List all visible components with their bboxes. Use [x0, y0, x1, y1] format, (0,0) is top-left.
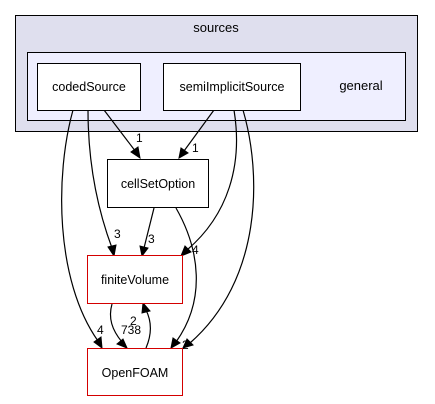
- edge-label-codedSource-cellSetOption: 1: [136, 131, 143, 145]
- node-codedSource-label: codedSource: [52, 80, 126, 94]
- edge-codedSource-finiteVolume[interactable]: [87, 109, 113, 249]
- edge-semiImplicitSource-cellSetOption[interactable]: [183, 109, 215, 152]
- edge-cellSetOption-OpenFOAM[interactable]: [175, 207, 197, 343]
- node-OpenFOAM-label: OpenFOAM: [102, 366, 169, 380]
- arrowhead-cellSetOption-OpenFOAM: [170, 337, 181, 349]
- edge-semiImplicitSource-OpenFOAM[interactable]: [189, 109, 255, 344]
- arrowhead-semiImplicitSource-cellSetOption: [178, 147, 189, 159]
- node-semiImplicitSource-box: [163, 63, 301, 111]
- arrowhead-codedSource-finiteVolume: [107, 244, 117, 258]
- arrowhead-semiImplicitSource-finiteVolume: [180, 245, 192, 257]
- edge-label-finiteVolume-OpenFOAM: 738: [121, 323, 141, 337]
- node-semiImplicitSource-label: semiImplicitSource: [180, 80, 285, 94]
- edges: 1 3 4 1 4 2 3 738 2: [61, 109, 255, 352]
- edge-cellSetOption-finiteVolume[interactable]: [143, 207, 155, 249]
- node-finiteVolume-label: finiteVolume: [101, 273, 169, 287]
- edge-semiImplicitSource-finiteVolume[interactable]: [186, 109, 238, 251]
- edge-label-OpenFOAM-finiteVolume: 2: [130, 314, 137, 328]
- edge-label-semiImplicitSource-cellSetOption: 1: [192, 141, 199, 155]
- arrowhead-OpenFOAM-finiteVolume: [141, 301, 151, 314]
- cluster-general-label: general: [339, 78, 382, 93]
- edge-finiteVolume-OpenFOAM[interactable]: [109, 303, 123, 343]
- edge-OpenFOAM-finiteVolume[interactable]: [145, 309, 152, 349]
- edge-label-semiImplicitSource-finiteVolume: 4: [192, 243, 199, 257]
- arrowhead-codedSource-OpenFOAM: [93, 336, 103, 350]
- edge-codedSource-cellSetOption[interactable]: [103, 109, 137, 153]
- cluster-sources-label: sources: [193, 20, 239, 35]
- arrowhead-finiteVolume-OpenFOAM: [116, 338, 128, 349]
- arrowhead-codedSource-cellSetOption: [130, 146, 141, 160]
- node-codedSource-box: [37, 63, 141, 111]
- arrowhead-semiImplicitSource-OpenFOAM: [182, 338, 194, 349]
- edge-label-cellSetOption-finiteVolume: 3: [148, 232, 155, 246]
- node-cellSetOption-box: [107, 159, 209, 208]
- edge-codedSource-OpenFOAM[interactable]: [61, 109, 99, 342]
- node-OpenFOAM-box: [87, 348, 183, 396]
- edge-label-semiImplicitSource-OpenFOAM: 2: [182, 338, 189, 352]
- node-cellSetOption-label: cellSetOption: [121, 177, 195, 191]
- node-finiteVolume[interactable]: finiteVolume: [87, 255, 183, 304]
- node-semiImplicitSource[interactable]: semiImplicitSource: [163, 63, 301, 111]
- node-cellSetOption[interactable]: cellSetOption: [107, 159, 209, 208]
- arrowhead-cellSetOption-finiteVolume: [139, 245, 149, 258]
- edge-label-codedSource-finiteVolume: 3: [114, 227, 121, 241]
- node-codedSource[interactable]: codedSource: [37, 63, 141, 111]
- edge-label-codedSource-OpenFOAM: 4: [97, 323, 104, 337]
- node-OpenFOAM[interactable]: OpenFOAM: [87, 348, 183, 396]
- node-finiteVolume-box: [87, 255, 183, 304]
